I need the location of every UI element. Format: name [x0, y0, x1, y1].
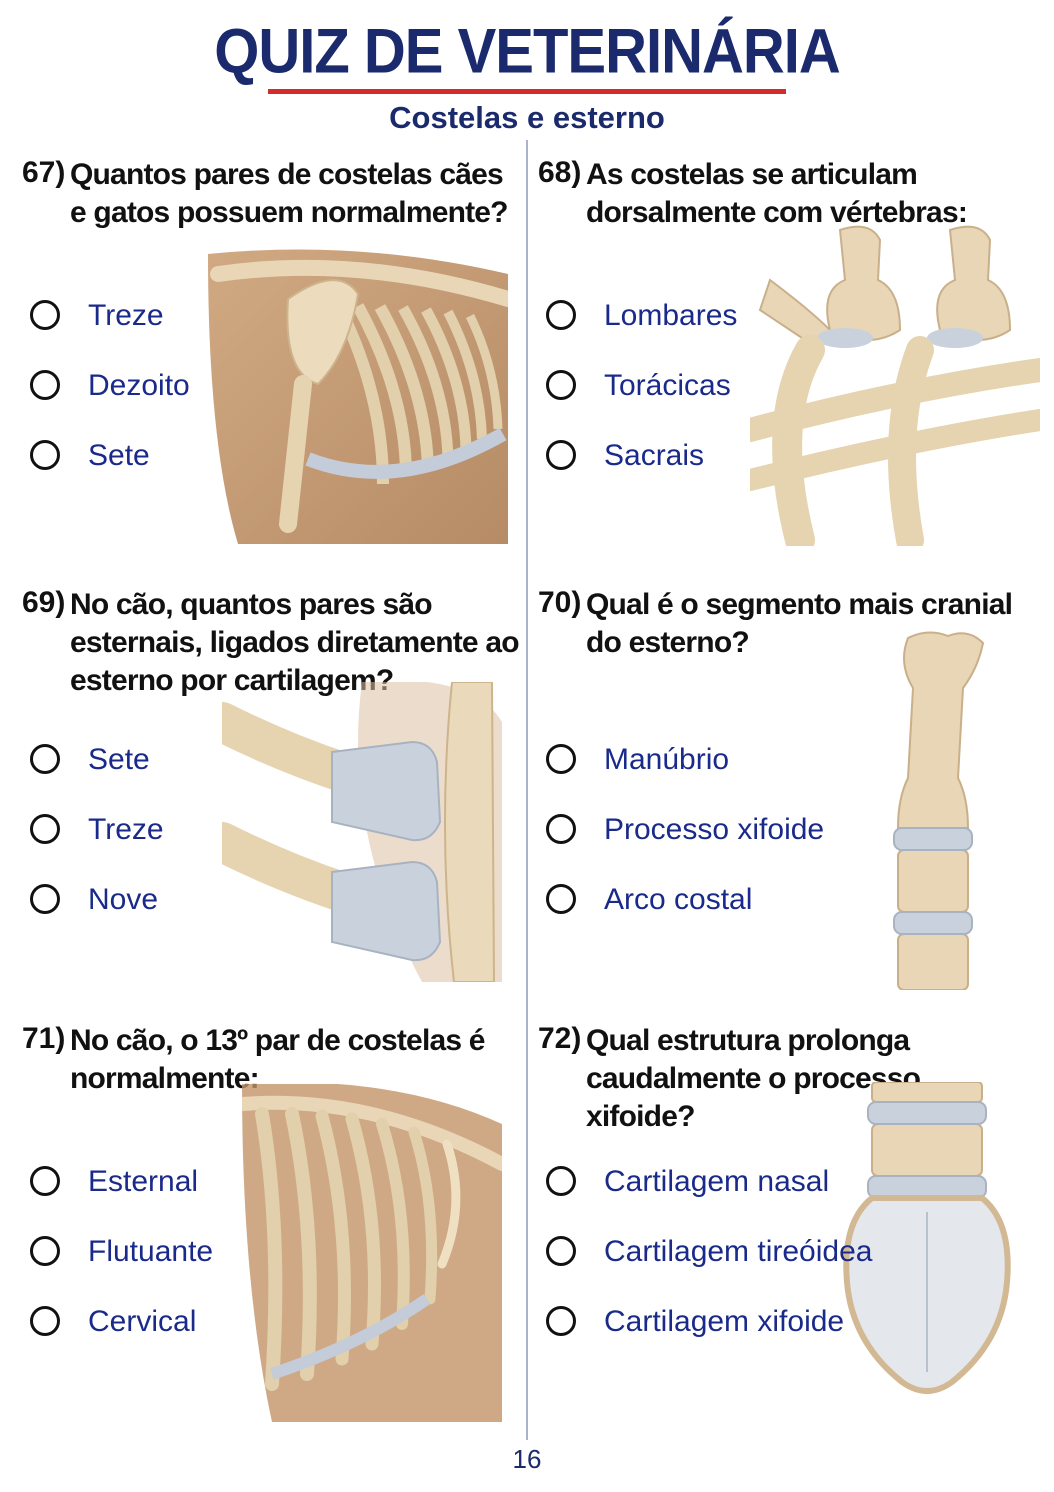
question-69: 69) No cão, quantos pares são esternais,…	[22, 586, 522, 1006]
question-72: 72) Qual estrutura prolonga caudalmente …	[538, 1022, 1038, 1422]
option-label: Sete	[88, 439, 150, 472]
option-label: Manúbrio	[604, 743, 730, 776]
option-label: Esternal	[88, 1165, 199, 1198]
radio-circle-icon[interactable]	[546, 884, 576, 914]
option-label: Lombares	[604, 299, 738, 332]
option-flutuante[interactable]: Flutuante	[30, 1234, 330, 1274]
option-cervical[interactable]: Cervical	[30, 1304, 330, 1344]
page-number: 16	[512, 1444, 542, 1474]
sternum-manubrium-icon	[868, 628, 998, 990]
option-label: Nove	[88, 883, 159, 916]
radio-circle-icon[interactable]	[546, 1306, 576, 1336]
floating-rib-icon	[242, 1084, 502, 1422]
option-nove[interactable]: Nove	[30, 882, 330, 922]
radio-circle-icon[interactable]	[30, 370, 60, 400]
question-number: 72)	[538, 1022, 582, 1055]
dog-thorax-skeleton-icon	[208, 244, 508, 544]
question-text: Quantos pares de costelas cães e gatos p…	[70, 158, 509, 229]
costal-cartilage-icon	[222, 682, 502, 982]
option-processo-xifoide[interactable]: Processo xifoide	[546, 812, 846, 852]
question-text: Qual é o segmento mais cranial do estern…	[586, 588, 1013, 659]
question-70: 70) Qual é o segmento mais cranial do es…	[538, 586, 1038, 1006]
column-divider	[526, 140, 528, 1440]
option-label: Dezoito	[88, 369, 190, 402]
option-label: Cartilagem xifoide	[604, 1305, 845, 1338]
question-number: 67)	[22, 156, 66, 189]
radio-circle-icon[interactable]	[546, 440, 576, 470]
radio-circle-icon[interactable]	[30, 814, 60, 844]
radio-circle-icon[interactable]	[30, 300, 60, 330]
option-label: Cervical	[88, 1305, 197, 1338]
page-header: QUIZ DE VETERINÁRIA Costelas e esterno	[0, 0, 1054, 140]
radio-circle-icon[interactable]	[546, 1236, 576, 1266]
option-label: Sete	[88, 743, 150, 776]
radio-circle-icon[interactable]	[30, 744, 60, 774]
option-esternal[interactable]: Esternal	[30, 1164, 330, 1204]
radio-circle-icon[interactable]	[30, 1306, 60, 1336]
option-treze[interactable]: Treze	[30, 298, 330, 338]
option-treze[interactable]: Treze	[30, 812, 330, 852]
radio-circle-icon[interactable]	[546, 744, 576, 774]
radio-circle-icon[interactable]	[546, 1166, 576, 1196]
option-toracicas[interactable]: Torácicas	[546, 368, 846, 408]
xiphoid-cartilage-icon	[842, 1082, 1012, 1402]
question-text: No cão, o 13º par de costelas é normalme…	[70, 1024, 485, 1095]
title-underline	[268, 89, 786, 94]
page-subtitle: Costelas e esterno	[389, 100, 665, 135]
option-label: Cartilagem tireóidea	[604, 1235, 873, 1268]
question-text: As costelas se articulam dorsalmente com…	[586, 158, 968, 229]
radio-circle-icon[interactable]	[546, 370, 576, 400]
question-number: 70)	[538, 586, 582, 619]
question-text: Qual estrutura prolonga caudalmente o pr…	[586, 1024, 921, 1133]
option-label: Flutuante	[88, 1235, 214, 1268]
option-sete[interactable]: Sete	[30, 742, 330, 782]
question-number: 68)	[538, 156, 582, 189]
question-71: 71) No cão, o 13º par de costelas é norm…	[22, 1022, 522, 1422]
radio-circle-icon[interactable]	[546, 300, 576, 330]
option-cartilagem-nasal[interactable]: Cartilagem nasal	[546, 1164, 846, 1204]
question-text: No cão, quantos pares são esternais, lig…	[70, 588, 520, 697]
option-cartilagem-xifoide[interactable]: Cartilagem xifoide	[546, 1304, 846, 1344]
option-sete[interactable]: Sete	[30, 438, 330, 478]
option-sacrais[interactable]: Sacrais	[546, 438, 846, 478]
option-label: Cartilagem nasal	[604, 1165, 830, 1198]
option-dezoito[interactable]: Dezoito	[30, 368, 330, 408]
radio-circle-icon[interactable]	[546, 814, 576, 844]
page-title: QUIZ DE VETERINÁRIA	[214, 16, 841, 87]
radio-circle-icon[interactable]	[30, 884, 60, 914]
option-lombares[interactable]: Lombares	[546, 298, 846, 338]
radio-circle-icon[interactable]	[30, 1166, 60, 1196]
radio-circle-icon[interactable]	[30, 440, 60, 470]
question-number: 71)	[22, 1022, 66, 1055]
question-67: 67) Quantos pares de costelas cães e gat…	[22, 156, 522, 576]
option-label: Treze	[88, 299, 164, 332]
radio-circle-icon[interactable]	[30, 1236, 60, 1266]
option-label: Sacrais	[604, 439, 705, 472]
option-manubrio[interactable]: Manúbrio	[546, 742, 846, 782]
option-label: Torácicas	[604, 369, 731, 402]
option-arco-costal[interactable]: Arco costal	[546, 882, 846, 922]
vertebrae-rib-joint-icon	[750, 220, 1040, 546]
option-label: Arco costal	[604, 883, 753, 916]
question-number: 69)	[22, 586, 66, 619]
option-cartilagem-tireoidea[interactable]: Cartilagem tireóidea	[546, 1234, 872, 1274]
option-label: Treze	[88, 813, 164, 846]
question-68: 68) As costelas se articulam dorsalmente…	[538, 156, 1040, 576]
option-label: Processo xifoide	[604, 813, 825, 846]
